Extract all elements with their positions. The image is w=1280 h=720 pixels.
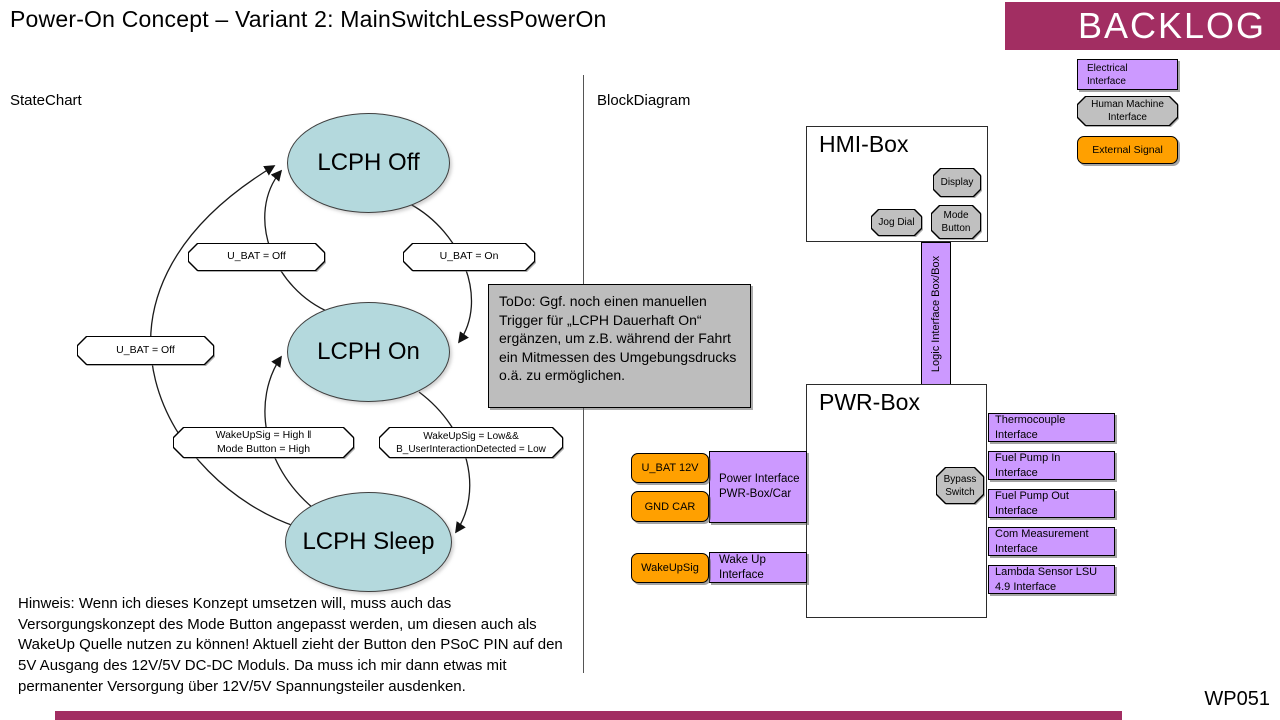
page-title: Power-On Concept – Variant 2: MainSwitch… [10,6,607,32]
state-lcph-on: LCPH On [287,302,450,402]
interface-fuel-pump-out: Fuel Pump Out Interface [988,489,1115,518]
section-label-blockdiagram: BlockDiagram [597,92,691,109]
transition-label: WakeUpSig = Low&& B_UserInteractionDetec… [396,430,546,455]
interface-power: Power Interface PWR-Box/Car [709,451,807,523]
logic-interface-bus: Logic Interface Box/Box [921,242,951,386]
transition-wakeup-low: WakeUpSig = Low&& B_UserInteractionDetec… [379,427,563,458]
transition-wakeup-high: WakeUpSig = High ‖ Mode Button = High [173,427,354,458]
legend-human-machine-interface: Human Machine Interface [1077,96,1178,126]
backlog-banner: BACKLOG [1005,2,1280,50]
transition-ubat-off-left: U_BAT = Off [77,336,214,365]
transition-ubat-on: U_BAT = On [403,243,535,271]
octagon-fill [937,468,983,503]
display-octagon: Display [933,168,981,197]
footer-code: WP051 [1204,688,1270,710]
transition-label: U_BAT = Off [227,250,286,263]
bypass-switch-octagon: Bypass Switch [936,467,984,504]
state-lcph-sleep: LCPH Sleep [285,492,452,592]
legend-external-signal: External Signal [1077,136,1178,164]
octagon-fill [1078,97,1177,125]
display-label: Display [940,177,974,188]
interface-wakeup: Wake Up Interface [709,552,807,583]
jog-dial-octagon: Jog Dial [871,209,922,236]
interface-lambda-sensor: Lambda Sensor LSU 4.9 Interface [988,565,1115,594]
pwr-box-title: PWR-Box [819,389,920,415]
interface-fuel-pump-in: Fuel Pump In Interface [988,451,1115,480]
signal-wakeupsig: WakeUpSig [631,553,709,583]
transition-label: U_BAT = On [439,250,499,263]
transition-label: U_BAT = Off [116,343,175,356]
bottom-bar [55,711,1122,720]
hinweis-note: Hinweis: Wenn ich dieses Konzept umsetze… [18,595,563,695]
hmi-box-title: HMI-Box [819,131,909,157]
octagon-fill [872,210,921,235]
section-label-statechart: StateChart [10,92,82,109]
octagon-fill [380,428,562,457]
legend-electrical-interface: Electrical Interface [1077,59,1178,90]
octagon-fill [934,169,980,196]
interface-thermocouple: Thermocouple Interface [988,413,1115,442]
todo-note: ToDo: Ggf. noch einen manuellen Trigger … [488,284,751,408]
transition-label: WakeUpSig = High ‖ Mode Button = High [215,428,312,455]
bypass-switch-label: Bypass Switch [943,473,977,498]
jog-dial-label: Jog Dial [878,217,915,228]
signal-gnd-car: GND CAR [631,491,709,522]
mode-button-octagon: Mode Button [931,205,981,239]
octagon-fill [932,206,980,238]
logic-interface-bus-label: Logic Interface Box/Box [930,255,942,373]
interface-com-measurement: Com Measurement Interface [988,527,1115,556]
state-lcph-off: LCPH Off [287,113,450,213]
signal-ubat-12v: U_BAT 12V [631,453,709,483]
mode-button-label: Mode Button [941,210,971,234]
transition-ubat-off-center: U_BAT = Off [188,243,325,271]
legend-human-machine-label: Human Machine Interface [1091,99,1164,123]
